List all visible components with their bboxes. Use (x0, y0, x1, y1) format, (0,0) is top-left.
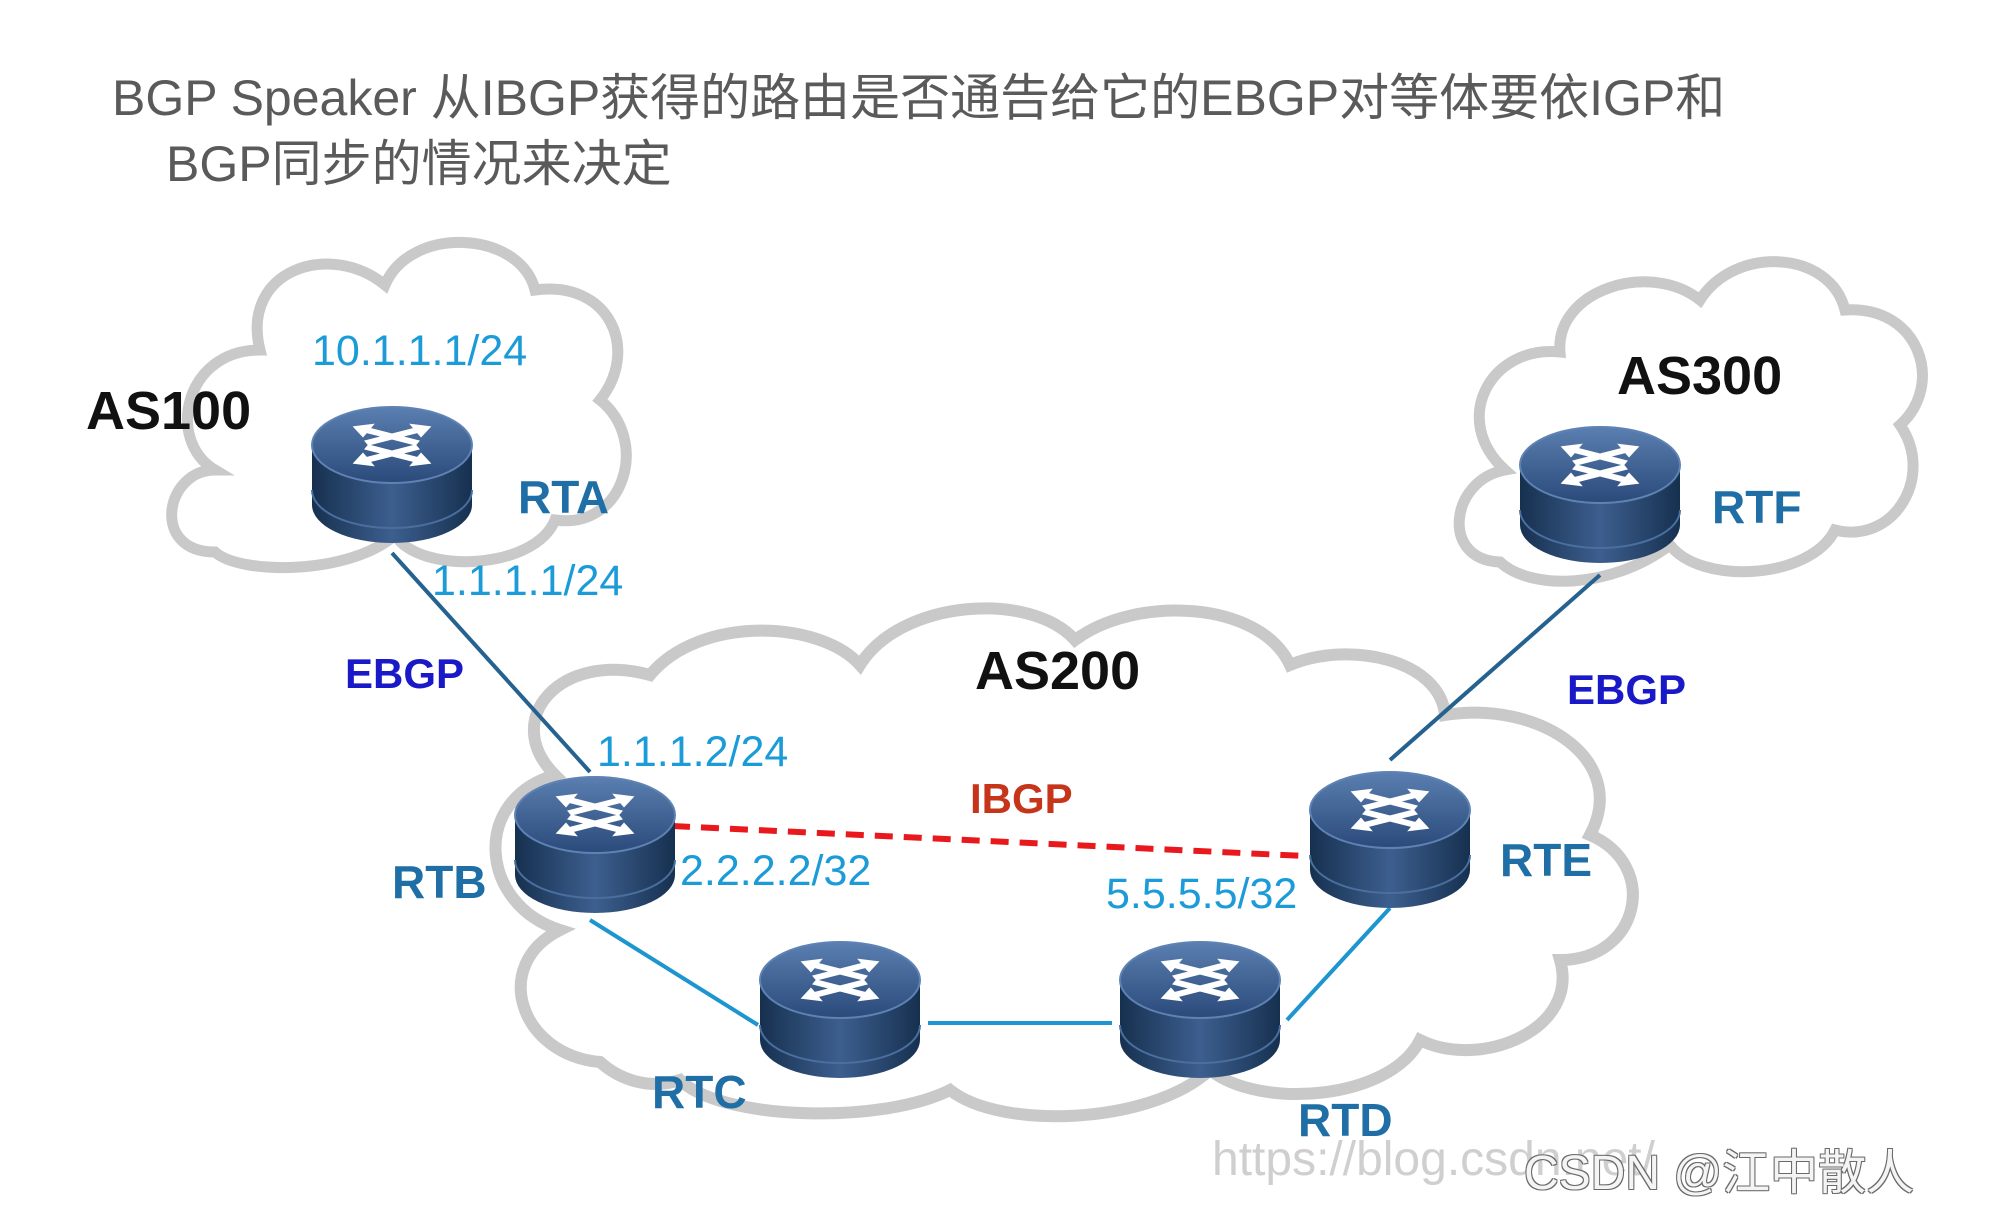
ebgp-label-right: EBGP (1567, 666, 1687, 713)
cloud-as300 (1453, 256, 1928, 587)
as300-label: AS300 (1617, 346, 1783, 406)
links (390, 551, 1602, 1027)
diagram-title-line2: BGP同步的情况来决定 (166, 136, 672, 192)
rte-label: RTE (1500, 834, 1592, 886)
router-rtb (514, 776, 676, 914)
rtb-label: RTB (392, 856, 487, 908)
router-rtf (1519, 426, 1681, 564)
router-rte (1309, 771, 1471, 909)
rtf-label: RTF (1712, 481, 1802, 533)
cloud-as100 (166, 237, 632, 573)
rtd-label: RTD (1298, 1094, 1393, 1146)
rta-lan-ip: 10.1.1.1/24 (312, 327, 528, 375)
ebgp-label-left: EBGP (345, 650, 465, 697)
diagram-title-line1: BGP Speaker 从IBGP获得的路由是否通告给它的EBGP对等体要依IG… (112, 70, 1726, 126)
rtc-label: RTC (652, 1066, 747, 1118)
link-rtd-rte (1285, 906, 1392, 1022)
ebgp-link-rta-rtb (390, 551, 592, 774)
rta-label: RTA (518, 471, 610, 523)
ibgp-label: IBGP (970, 775, 1073, 822)
rte-loopback-ip: 5.5.5.5/32 (1106, 870, 1298, 918)
router-rtc (759, 941, 921, 1079)
router-rta (311, 406, 473, 544)
router-rtd (1119, 941, 1281, 1079)
rtb-loopback-ip: 2.2.2.2/32 (680, 847, 872, 895)
rtb-link-ip: 1.1.1.2/24 (597, 728, 789, 776)
rta-link-ip: 1.1.1.1/24 (432, 557, 624, 605)
watermark-csdn: CSDN @江中散人 (1524, 1147, 1915, 1200)
watermark-url: https://blog.csdn.net/ (1212, 1133, 1655, 1186)
as100-label: AS100 (86, 381, 252, 441)
cloud-as200 (489, 602, 1639, 1123)
ibgp-link-rtb-rte (671, 823, 1306, 859)
link-rtb-rtc (588, 918, 760, 1027)
as200-label: AS200 (975, 641, 1141, 701)
ebgp-link-rtf-rte (1388, 573, 1602, 762)
